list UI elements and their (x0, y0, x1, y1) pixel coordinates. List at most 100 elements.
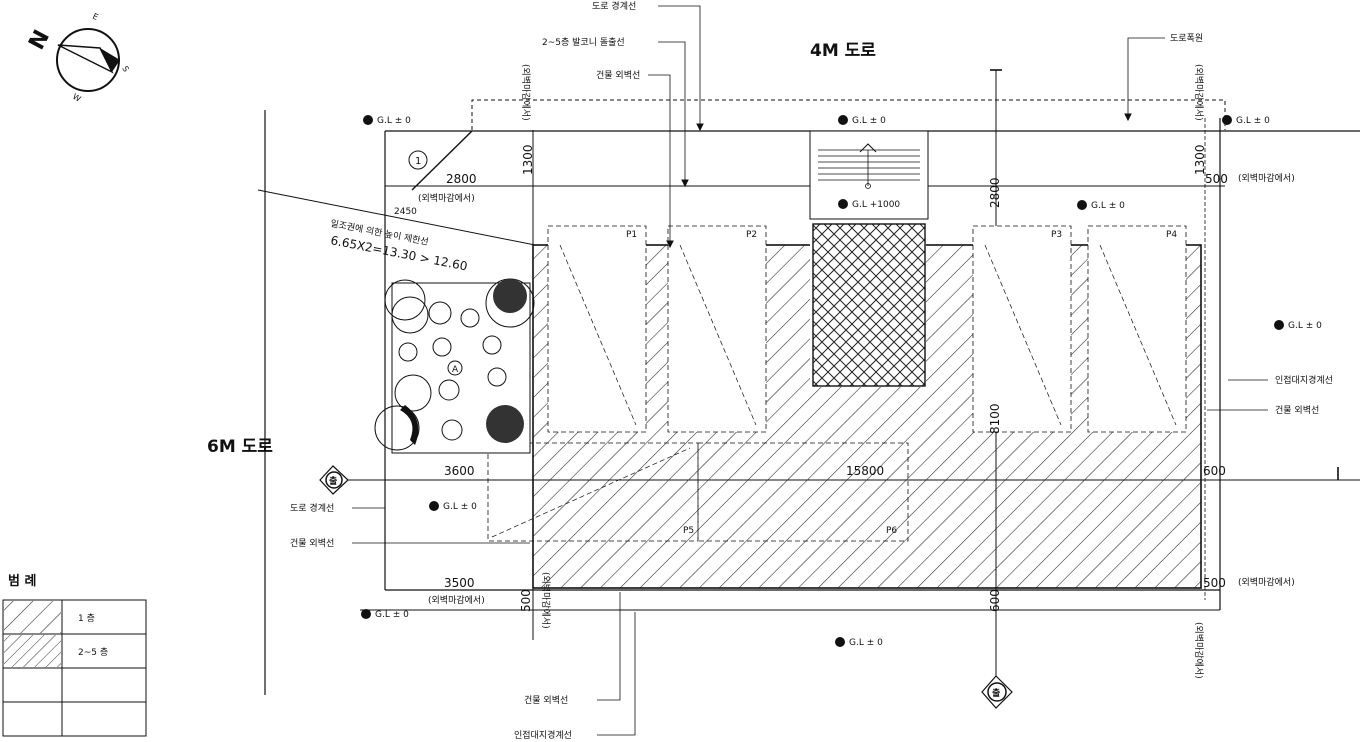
parking-label-p3: P3 (1051, 230, 1062, 240)
parking-p4 (1087, 225, 1187, 433)
dim-8100: 8100 (988, 403, 1002, 434)
callout-adjacent-boundary-bottom: 인접대지경계선 (514, 729, 572, 741)
dim-500-top-right: 500 (1205, 172, 1228, 186)
entry-marker-west: 출 (319, 465, 349, 495)
level-marker-right-upper: G.L ± 0 (1077, 200, 1125, 211)
svg-text:G.L ± 0: G.L ± 0 (849, 638, 883, 648)
svg-text:G.L ± 0: G.L ± 0 (1236, 116, 1270, 126)
tree-icon (398, 342, 418, 362)
level-marker-top-center: G.L ± 0 (838, 115, 886, 126)
sunlight-restriction-line (257, 189, 536, 246)
level-marker-top-left: G.L ± 0 (363, 115, 411, 126)
tree-icon (432, 337, 452, 357)
legend: 범 례 1 층 2~5 층 (2, 573, 147, 737)
dim-3600: 3600 (444, 464, 475, 478)
level-marker-bottom-center: G.L ± 0 (835, 637, 883, 648)
parking-p2 (667, 225, 767, 433)
svg-text:G.L ± 0: G.L ± 0 (852, 116, 886, 126)
tree-a-icon (447, 360, 463, 376)
compass-w: W (71, 92, 82, 104)
note-wall-finish-v1: (외벽마감에서) (520, 64, 532, 121)
core-area (812, 223, 926, 387)
dim-600-right: 600 (1203, 464, 1226, 478)
level-marker-stair: G.L +1000 (838, 199, 900, 210)
tree-icon (482, 335, 502, 355)
tree-icon (487, 367, 507, 387)
tree-icon (441, 419, 463, 441)
level-marker-bottom-left: G.L ± 0 (361, 609, 409, 620)
dim-600-bottom: 600 (988, 589, 1002, 612)
dim-3500: 3500 (444, 576, 475, 590)
shrub-icon (493, 279, 527, 313)
level-marker-top-right: G.L ± 0 (1222, 115, 1270, 126)
callout-wall-line-right: 건물 외벽선 (1275, 404, 1319, 416)
tree-icon (384, 279, 426, 321)
callout-balcony-line: 2~5층 발코니 돌출선 (542, 37, 625, 48)
parking-label-p5: P5 (683, 526, 694, 536)
callouts (352, 5, 1268, 736)
dim-1300-right: 1300 (1193, 144, 1207, 175)
svg-text:G.L ± 0: G.L ± 0 (377, 116, 411, 126)
svg-text:G.L ± 0: G.L ± 0 (443, 502, 477, 512)
note-wall-finish-v4: (외벽마감에서) (1193, 622, 1205, 679)
stair-treads (818, 149, 920, 181)
tree-icon (374, 405, 420, 451)
callout-wall-line-top: 건물 외벽선 (596, 69, 640, 81)
road-width-dashed (471, 99, 1226, 130)
tree-icon (394, 374, 432, 412)
legend-swatch-1 (4, 601, 61, 633)
legend-title: 범 례 (8, 573, 36, 589)
parking-label-p1: P1 (626, 230, 637, 240)
entry-south-label: 출 (992, 687, 1000, 699)
callout-adjacent-boundary-right: 인접대지경계선 (1275, 374, 1333, 386)
note-wall-finish-bottom: (외벽마감에서) (428, 594, 485, 606)
parking-label-p6: P6 (886, 526, 897, 536)
callout-road-width: 도로폭원 (1170, 33, 1203, 44)
entry-marker-south: 출 (981, 675, 1013, 709)
compass-arrow-south (100, 48, 120, 72)
dim-500-bottom-right: 500 (1203, 576, 1226, 590)
parking-p6 (697, 442, 909, 542)
level-marker-left-mid: G.L ± 0 (429, 501, 477, 512)
compass-e: E (91, 12, 99, 22)
svg-text:G.L ± 0: G.L ± 0 (1091, 201, 1125, 211)
dim-2800: 2800 (446, 172, 477, 186)
landscape-area: A 1 (374, 150, 535, 454)
dimensions: 2800 (외벽마감에서) 1300 2800 1300 500 (외벽마감에서… (394, 64, 1295, 679)
dim-2450: 2450 (394, 207, 417, 217)
compass-n: N (24, 26, 55, 54)
tree-icon (428, 301, 452, 325)
compass-arrow-north (57, 44, 114, 74)
svg-text:G.L ± 0: G.L ± 0 (1288, 321, 1322, 331)
svg-text:G.L ± 0: G.L ± 0 (375, 610, 409, 620)
dim-15800: 15800 (846, 464, 884, 478)
level-markers: G.L ± 0 G.L ± 0 G.L ± 0 G.L +1000 G.L ± … (361, 115, 1322, 648)
west-road-label: 6M 도로 (207, 437, 273, 457)
compass: N E S W (24, 12, 130, 104)
dim-500-bottom-left: 500 (519, 589, 533, 612)
section-marker-1 (408, 150, 428, 170)
svg-text:G.L +1000: G.L +1000 (852, 200, 900, 210)
parking-label-p4: P4 (1166, 230, 1177, 240)
tree-icon (460, 308, 480, 328)
legend-label-2: 2~5 층 (78, 647, 108, 658)
building-footprint: P1 P2 P3 P4 P5 P6 (487, 130, 1202, 589)
callout-wall-line-bottom: 건물 외벽선 (524, 694, 568, 706)
dim-2800-vertical: 2800 (988, 177, 1002, 208)
corner-cut (411, 130, 473, 191)
compass-s: S (120, 65, 130, 74)
shrub-icon (486, 405, 524, 443)
tree-icon (391, 296, 429, 334)
parking-p1 (547, 225, 647, 433)
parking-p3 (972, 225, 1072, 433)
level-marker-right-mid: G.L ± 0 (1274, 320, 1322, 331)
callout-road-boundary-left: 도로 경계선 (290, 502, 334, 514)
north-road-label: 4M 도로 (810, 41, 876, 61)
parking-p5 (487, 442, 699, 542)
note-wall-finish-right-top: (외벽마감에서) (1238, 172, 1295, 184)
parking-spaces (487, 225, 1187, 542)
callout-wall-line-left: 건물 외벽선 (290, 537, 334, 549)
note-wall-finish-right-bottom: (외벽마감에서) (1238, 576, 1295, 588)
tree-icon (438, 379, 460, 401)
